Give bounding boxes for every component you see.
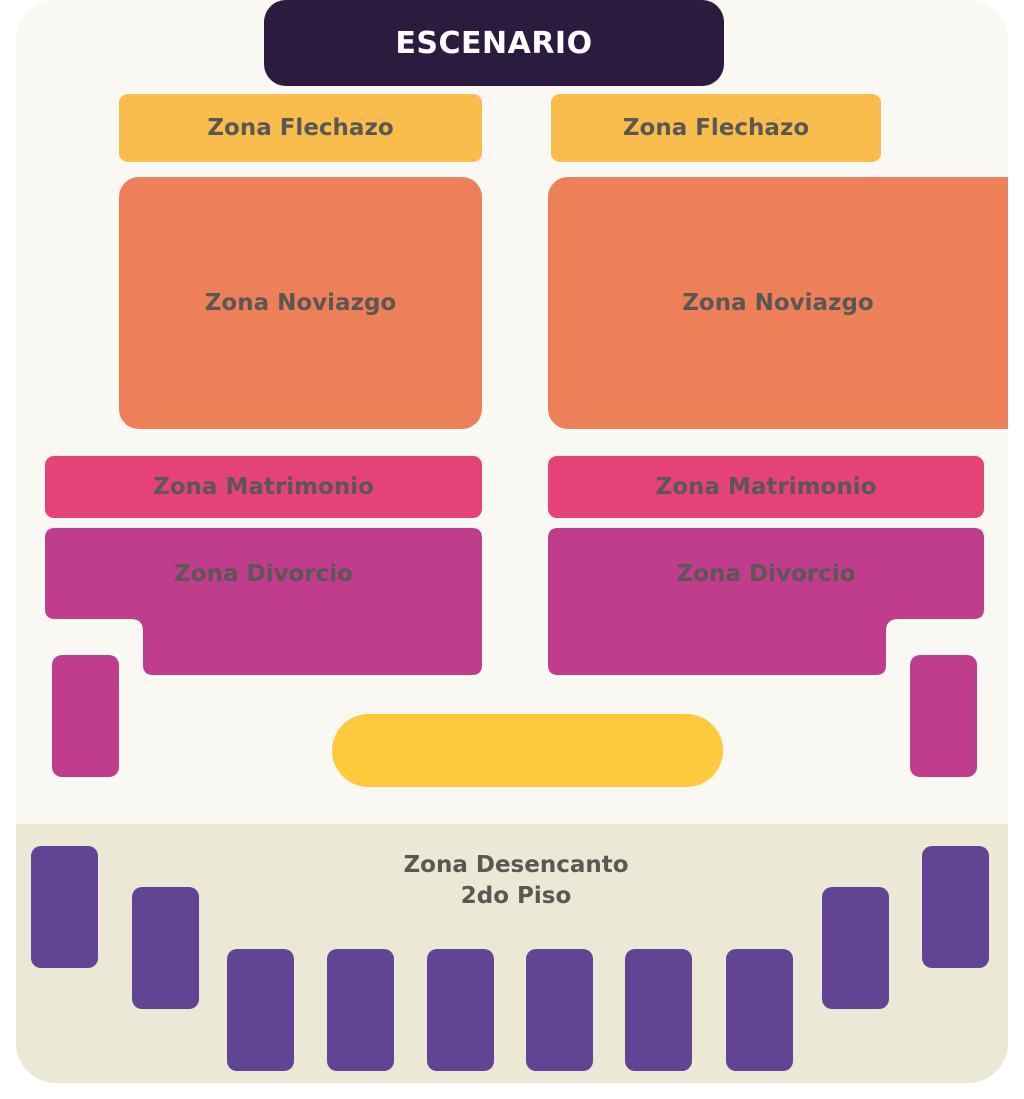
zone-desencanto-line2: 2do Piso <box>460 883 572 909</box>
zone-divorcio-right[interactable]: Zona Divorcio <box>548 528 984 619</box>
desencanto-box[interactable] <box>922 846 989 968</box>
zone-divorcio-right-shape[interactable] <box>548 528 984 675</box>
side-box-right[interactable] <box>910 655 977 777</box>
desencanto-box[interactable] <box>327 949 394 1071</box>
desencanto-box[interactable] <box>31 846 98 968</box>
side-box-left[interactable] <box>52 655 119 777</box>
zone-matrimonio-right[interactable]: Zona Matrimonio <box>548 456 984 518</box>
zone-divorcio-left[interactable]: Zona Divorcio <box>45 528 482 619</box>
zone-noviazgo-right[interactable]: Zona Noviazgo <box>548 177 1008 429</box>
zone-noviazgo-label: Zona Noviazgo <box>204 290 397 316</box>
stage-label: ESCENARIO <box>395 25 593 61</box>
stage: ESCENARIO <box>264 0 724 86</box>
zone-matrimonio-left[interactable]: Zona Matrimonio <box>45 456 482 518</box>
zone-flechazo-right[interactable]: Zona Flechazo <box>551 94 881 162</box>
zone-flechazo-label: Zona Flechazo <box>622 115 810 141</box>
zone-flechazo-label: Zona Flechazo <box>207 115 394 141</box>
zone-divorcio-label: Zona Divorcio <box>676 560 856 587</box>
desencanto-box[interactable] <box>227 949 294 1071</box>
zone-noviazgo-left[interactable]: Zona Noviazgo <box>119 177 482 429</box>
zone-desencanto-label: Zona Desencanto 2do Piso <box>316 850 716 940</box>
zone-noviazgo-label: Zona Noviazgo <box>682 290 874 316</box>
zone-matrimonio-label: Zona Matrimonio <box>153 474 374 500</box>
zone-divorcio-left-shape[interactable] <box>45 528 482 675</box>
center-pill[interactable] <box>332 714 723 787</box>
zone-matrimonio-label: Zona Matrimonio <box>655 474 877 500</box>
desencanto-box[interactable] <box>822 887 889 1009</box>
desencanto-box[interactable] <box>625 949 692 1071</box>
desencanto-box[interactable] <box>427 949 494 1071</box>
venue-map: ESCENARIO Zona Flechazo Zona Flechazo Zo… <box>16 0 1008 1083</box>
zone-flechazo-left[interactable]: Zona Flechazo <box>119 94 482 162</box>
desencanto-box[interactable] <box>526 949 593 1071</box>
desencanto-box[interactable] <box>132 887 199 1009</box>
zone-divorcio-label: Zona Divorcio <box>174 560 353 587</box>
zone-desencanto-line1: Zona Desencanto <box>403 852 629 878</box>
desencanto-box[interactable] <box>726 949 793 1071</box>
